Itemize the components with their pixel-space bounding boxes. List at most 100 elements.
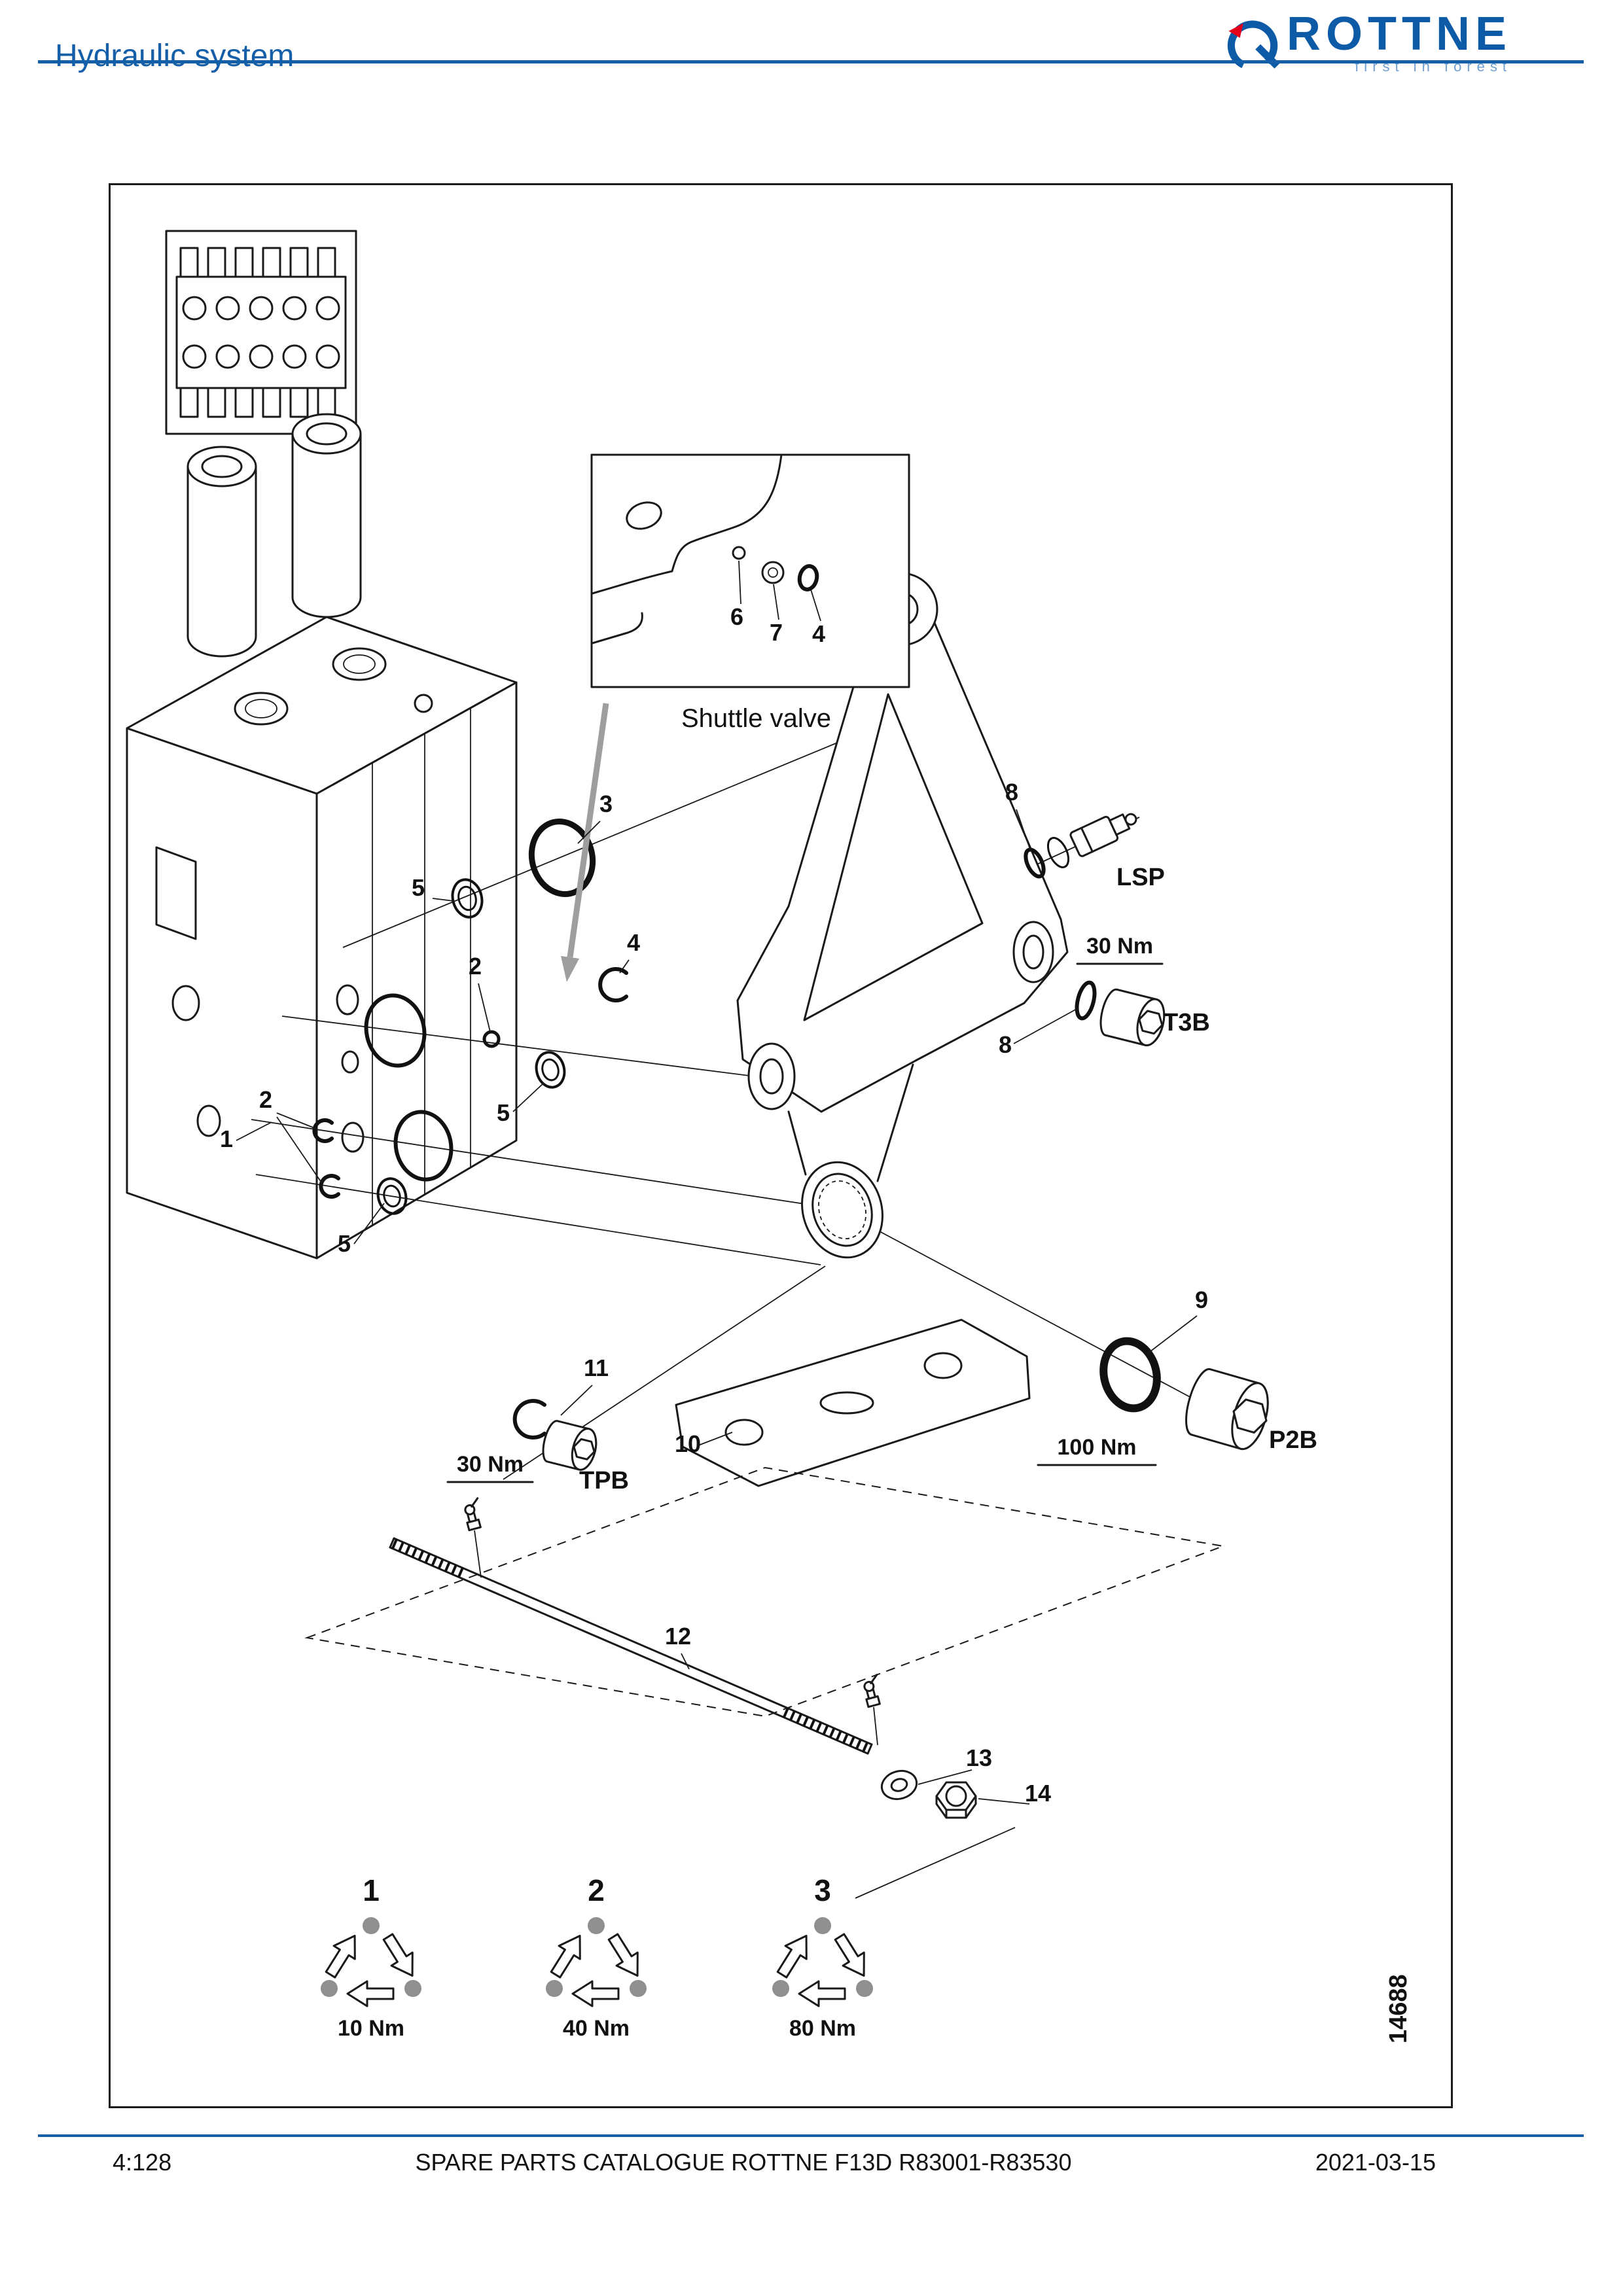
sequence-arrow-down-right-icon xyxy=(834,1933,865,1977)
sequence-arrow-left-icon xyxy=(798,1980,846,2007)
tie-rod-assembly xyxy=(304,1466,1226,1899)
washer-13 xyxy=(880,1769,918,1801)
sequence-step-label: 3 xyxy=(814,1873,831,1907)
hex-socket xyxy=(1232,1398,1268,1434)
o-ring-2-small xyxy=(482,1030,501,1048)
plug-tpb xyxy=(542,1420,597,1471)
exploded-diagram: 6 7 4 Shuttle valve 3 5 2 4 2 xyxy=(126,230,1412,2043)
valve-block xyxy=(126,413,518,1260)
torque-label-t3b: 30 Nm xyxy=(1086,934,1153,959)
callout-10: 10 xyxy=(675,1430,701,1457)
callout-2a: 2 xyxy=(469,953,482,980)
shuttle-valve-inset: 6 7 4 xyxy=(590,453,910,688)
thread-left xyxy=(391,1538,467,1579)
sequence-arrow-up-right-icon xyxy=(325,1934,356,1979)
bolt-dot xyxy=(772,1980,789,1997)
retaining-ring-4 xyxy=(598,967,628,1002)
port-label-lsp: LSP xyxy=(1116,864,1165,891)
bracket-left-boss xyxy=(747,1042,796,1110)
figure-number: 14688 xyxy=(1385,1974,1412,2043)
lsp-valve-body xyxy=(1069,813,1137,857)
o-ring-8-t3b xyxy=(1075,980,1097,1021)
exploded-diagram-frame: 6 7 4 Shuttle valve 3 5 2 4 2 xyxy=(109,183,1453,2108)
callout-1: 1 xyxy=(220,1125,233,1152)
c-ring-11 xyxy=(512,1399,546,1439)
footer-catalogue-title: SPARE PARTS CATALOGUE ROTTNE F13D R83001… xyxy=(415,2149,1072,2176)
callout-5a: 5 xyxy=(412,874,425,901)
rottne-logo: ROTTNE first in forest xyxy=(1226,10,1512,75)
inset-caption: Shuttle valve xyxy=(681,704,831,733)
callout-4a: 4 xyxy=(627,929,640,956)
reference-plane xyxy=(304,1466,1226,1718)
page-footer: 4:128 SPARE PARTS CATALOGUE ROTTNE F13D … xyxy=(0,2149,1623,2176)
sequence-torque-label: 40 Nm xyxy=(563,2016,630,2041)
footer-date: 2021-03-15 xyxy=(1315,2149,1436,2176)
callout-5c: 5 xyxy=(338,1230,351,1257)
callout-7: 7 xyxy=(770,619,783,646)
callout-6: 6 xyxy=(730,603,743,630)
shuttle-ball-6 xyxy=(732,546,746,560)
o-ring-large xyxy=(364,993,427,1068)
lower-bracket xyxy=(675,1318,1031,1487)
bolt-dot xyxy=(546,1980,563,1997)
sequence-arrow-left-icon xyxy=(571,1980,620,2007)
callout-5b: 5 xyxy=(497,1099,510,1126)
torque-label-tpb: 30 Nm xyxy=(457,1452,524,1477)
c-ring-2a xyxy=(312,1118,334,1143)
port-label-t3b: T3B xyxy=(1163,1009,1210,1036)
o-ring-lower xyxy=(393,1110,454,1182)
grease-nipple-icon xyxy=(863,1674,881,1708)
callout-9: 9 xyxy=(1195,1286,1208,1313)
sequence-arrow-down-right-icon xyxy=(382,1933,414,1977)
plug-t3b xyxy=(1099,988,1166,1047)
torque-label-p2b: 100 Nm xyxy=(1058,1435,1137,1460)
bolt-dot xyxy=(588,1917,605,1934)
sequence-arrow-down-right-icon xyxy=(607,1933,639,1977)
bracket-right-boss xyxy=(1012,921,1054,983)
sequence-torque-label: 80 Nm xyxy=(789,2016,856,2041)
seal-5a xyxy=(451,878,484,919)
sequence-arrow-up-right-icon xyxy=(776,1934,808,1979)
hex-socket xyxy=(573,1438,596,1460)
logo-swoosh xyxy=(1227,20,1278,69)
seal-5b xyxy=(535,1051,566,1089)
header-rule xyxy=(38,60,1584,63)
logo-red-leaf xyxy=(1228,23,1243,38)
shuttle-seat-7 xyxy=(761,561,785,584)
footer-page-ref: 4:128 xyxy=(113,2149,172,2176)
bolt-dot xyxy=(814,1917,831,1934)
valve-connector-icon xyxy=(165,230,357,435)
sequence-arrow-up-right-icon xyxy=(550,1934,581,1979)
plug-p2b xyxy=(1185,1368,1269,1451)
block-right-face xyxy=(315,681,518,1260)
bracket-window xyxy=(803,693,984,1021)
lsp-cartridge-assembly xyxy=(1024,813,1137,879)
grease-nipple-icon xyxy=(464,1497,482,1532)
bolt-dot xyxy=(856,1980,873,1997)
callout-12: 12 xyxy=(665,1623,691,1650)
bolt-dot xyxy=(630,1980,647,1997)
port-labels: LSP T3B P2B TPB 30 Nm 100 Nm 30 Nm xyxy=(446,864,1317,1494)
o-ring-9 xyxy=(1099,1337,1161,1413)
shuttle-valve-pointer-arrow-icon xyxy=(561,703,609,982)
sequence-arrow-left-icon xyxy=(346,1980,395,2007)
callout-3: 3 xyxy=(599,790,613,817)
torque-sequence-3: 3 80 Nm xyxy=(772,1873,873,2041)
hex-socket xyxy=(1138,1010,1164,1035)
block-left-face xyxy=(126,727,318,1260)
thread-right xyxy=(782,1707,871,1754)
inset-box xyxy=(590,453,910,688)
sequence-3-leader xyxy=(855,1827,1016,1899)
brand-text: ROTTNE first in forest xyxy=(1287,10,1512,75)
torque-sequence-2: 2 40 Nm xyxy=(546,1873,647,2041)
callout-14: 14 xyxy=(1025,1780,1051,1807)
bolt-dot xyxy=(404,1980,421,1997)
callout-13: 13 xyxy=(966,1744,992,1771)
callout-8b: 8 xyxy=(999,1031,1012,1058)
footer-rule xyxy=(38,2134,1584,2137)
callout-2b: 2 xyxy=(259,1086,272,1113)
bolt-dot xyxy=(363,1917,380,1934)
port-label-tpb: TPB xyxy=(579,1467,629,1494)
sequence-torque-label: 10 Nm xyxy=(338,2016,404,2041)
